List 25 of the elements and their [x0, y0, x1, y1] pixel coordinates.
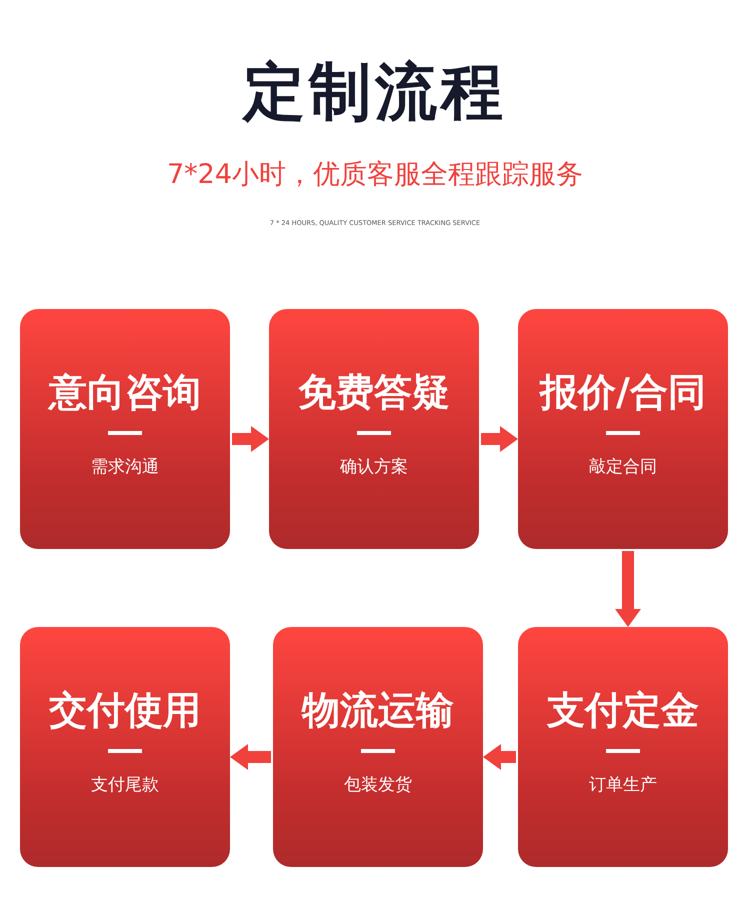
- process-card: [20, 627, 230, 867]
- process-card: [273, 627, 483, 867]
- arrow: [230, 744, 271, 770]
- process-card: [269, 309, 479, 549]
- arrow: [615, 551, 641, 627]
- process-card: [518, 309, 728, 549]
- card-heading: 意向咨询: [46, 369, 202, 416]
- card-heading: 物流运输: [300, 687, 455, 734]
- card-heading: 免费答疑: [297, 369, 451, 416]
- arrow: [483, 744, 516, 770]
- card-subtext: 支付尾款: [90, 774, 160, 796]
- card-subtext: 包装发货: [343, 774, 413, 796]
- arrow: [232, 426, 269, 452]
- card-heading: 交付使用: [48, 687, 202, 734]
- card-subtext: 订单生产: [588, 774, 658, 796]
- card-subtext: 敲定合同: [588, 456, 658, 478]
- subtitle: 7*24小时，优质客服全程跟踪服务: [166, 158, 584, 192]
- arrow: [481, 426, 518, 452]
- card-subtext: 需求沟通: [90, 456, 160, 478]
- card-heading: 报价/合同: [538, 369, 707, 416]
- process-card: [20, 309, 230, 549]
- card-heading: 支付定金: [546, 687, 700, 734]
- process-card: [518, 627, 728, 867]
- card-subtext: 确认方案: [339, 456, 409, 478]
- title: 定制流程: [240, 54, 508, 130]
